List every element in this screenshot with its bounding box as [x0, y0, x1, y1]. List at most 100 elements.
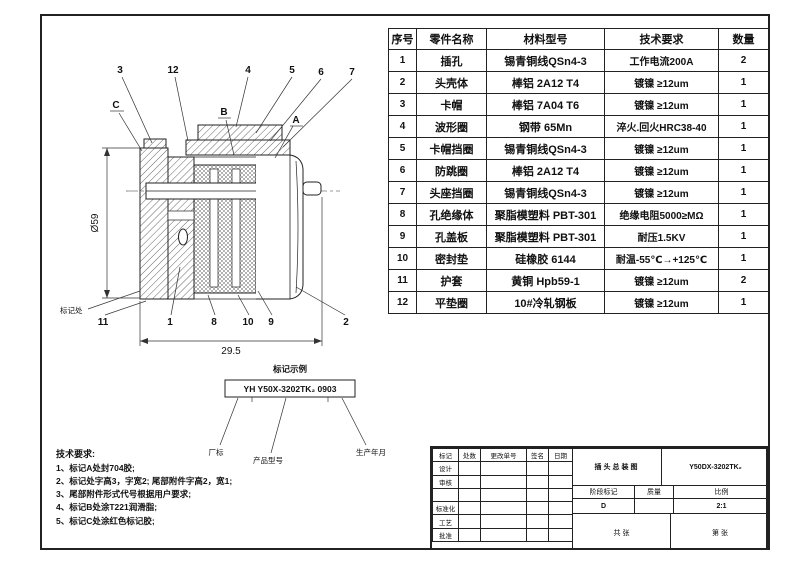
table-row: 10 密封垫 硅橡胶 6144 耐温-55℃→+125℃ 1 [388, 247, 769, 270]
sig-cell-empty [548, 474, 573, 489]
sig-cell-empty [458, 501, 481, 516]
callout-12: 12 [167, 65, 179, 76]
bom-header-name: 零件名称 [416, 28, 487, 50]
sig-cell-empty [526, 474, 549, 489]
rear-shell-curve [295, 160, 299, 294]
bom-cell-name: 插孔 [416, 49, 487, 72]
table-row: 5 卡帽挡圈 锡青铜线QSn4-3 镀镍 ≥12um 1 [388, 137, 769, 160]
sig-cell-empty [480, 474, 527, 489]
sig-row-label: 审核 [432, 474, 459, 489]
bom-header-qty: 数量 [718, 28, 769, 50]
bom-cell-req: 镀镍 ≥12um [604, 93, 719, 116]
sheets-total: 共 张 [572, 513, 671, 548]
bom-cell-name: 平垫圈 [416, 291, 487, 314]
bom-cell-material: 聚脂模塑料 PBT-301 [486, 225, 605, 248]
bom-cell-no: 7 [388, 181, 417, 204]
bom-cell-name: 护套 [416, 269, 487, 292]
table-row: 9 孔盖板 聚脂模塑料 PBT-301 耐压1.5KV 1 [388, 225, 769, 248]
callout-9: 9 [268, 317, 274, 328]
marking-code-box [224, 379, 356, 398]
rear-shell [256, 154, 304, 300]
table-row: 7 头座挡圈 锡青铜线QSn4-3 镀镍 ≥12um 1 [388, 181, 769, 204]
technical-notes: 技术要求: 1、标记A处封704胶; 2、标记处字高3，字宽2; 尾部附件字高2… [56, 448, 256, 528]
table-row: 6 防跳圈 棒铝 2A12 T4 镀镍 ≥12um 1 [388, 159, 769, 182]
sig-row-label: 工艺 [432, 514, 459, 529]
assembly-drawing: 3 12 4 5 6 7 C B A 11 1 8 10 9 2 [60, 65, 387, 465]
bom-cell-no: 12 [388, 291, 417, 314]
mass-label: 质量 [634, 485, 674, 499]
bom-cell-qty: 1 [718, 291, 769, 314]
table-row: 2 头壳体 棒铝 2A12 T4 镀镍 ≥12um 1 [388, 71, 769, 94]
bom-cell-req: 淬火.回火HRC38-40 [604, 115, 719, 138]
mark-letter-b: B [220, 107, 227, 118]
bom-cell-material: 锡青铜线QSn4-3 [486, 181, 605, 204]
bom-cell-qty: 2 [718, 49, 769, 72]
sig-row: 工艺 [432, 514, 573, 529]
bom-cell-material: 聚脂模塑料 PBT-301 [486, 203, 605, 226]
mark-position-label: 标记处 [60, 305, 83, 315]
technical-note-item: 5、标记C处涂红色标记胶; [56, 515, 155, 526]
stage-value: D [572, 498, 635, 514]
table-row: 8 孔绝缘体 聚脂模塑料 PBT-301 绝缘电阻5000≥MΩ 1 [388, 203, 769, 226]
bom-cell-req: 镀镍 ≥12um [604, 291, 719, 314]
callout-3: 3 [117, 65, 123, 76]
insulator-slot-1 [209, 168, 219, 288]
sig-cell-empty [548, 487, 573, 503]
sig-cell-empty [480, 501, 527, 516]
bom-cell-name: 卡帽挡圈 [416, 137, 487, 160]
table-row: 12 平垫圈 10#冷轧钢板 镀镍 ≥12um 1 [388, 291, 769, 314]
bom-cell-qty: 1 [718, 93, 769, 116]
callout-6: 6 [318, 67, 324, 78]
table-row: 11 护套 黄铜 Hpb59-1 镀镍 ≥12um 2 [388, 269, 769, 292]
inspection-hole [178, 228, 188, 246]
sig-header-row: 标记 处数 更改单号 签名 日期 [432, 448, 573, 463]
sig-row-label [432, 487, 459, 503]
sig-row: 设计 [432, 461, 573, 476]
bom-cell-qty: 1 [718, 203, 769, 226]
title-block: 标记 处数 更改单号 签名 日期 设计 审核 标准化 [430, 446, 768, 550]
marking-example: 标记示例 YH Y50X-3202TK₂ 0903 厂标 产品型号 生产年月 [209, 364, 387, 465]
bom-cell-no: 6 [388, 159, 417, 182]
callout-5: 5 [289, 65, 295, 76]
bom-cell-material: 钢带 65Mn [486, 115, 605, 138]
dimensions: Ø59 29.5 标记处 [60, 147, 323, 357]
bom-cell-qty: 1 [718, 115, 769, 138]
scale-label: 比例 [673, 485, 766, 499]
bom-cell-req: 耐压1.5KV [604, 225, 719, 248]
marking-code-text: YH Y50X-3202TK₂ 0903 [244, 384, 337, 394]
bom-cell-req: 镀镍 ≥12um [604, 181, 719, 204]
bom-cell-no: 3 [388, 93, 417, 116]
bom-cell-qty: 1 [718, 71, 769, 94]
bom-cell-no: 11 [388, 269, 417, 292]
bom-cell-name: 头壳体 [416, 71, 487, 94]
bom-cell-material: 锡青铜线QSn4-3 [486, 137, 605, 160]
guide-pin [302, 181, 322, 196]
sig-header-mark: 标记 [432, 448, 459, 463]
sig-cell-empty [526, 514, 549, 529]
bom-cell-qty: 1 [718, 159, 769, 182]
sig-cell-empty [526, 501, 549, 516]
sig-header-signature: 签名 [526, 448, 549, 463]
technical-notes-title: 技术要求: [56, 449, 95, 459]
bom-cell-no: 2 [388, 71, 417, 94]
sig-cell-empty [548, 501, 573, 516]
leader-lines [87, 76, 353, 316]
cap-ring-part [185, 139, 291, 156]
bom-cell-qty: 1 [718, 225, 769, 248]
bom-cell-name: 波形圈 [416, 115, 487, 138]
bom-header-req: 技术要求 [604, 28, 719, 50]
technical-note-item: 3、尾部附件形式代号根据用户要求; [56, 489, 192, 500]
bom-cell-no: 5 [388, 137, 417, 160]
sig-cell-empty [548, 527, 573, 543]
mass-value [634, 498, 674, 514]
bom-cell-material: 10#冷轧钢板 [486, 291, 605, 314]
marking-example-title: 标记示例 [272, 364, 308, 374]
table-row: 4 波形圈 钢带 65Mn 淬火.回火HRC38-40 1 [388, 115, 769, 138]
bom-cell-qty: 1 [718, 137, 769, 160]
bom-cell-qty: 2 [718, 269, 769, 292]
sig-cell-empty [480, 487, 527, 503]
sig-cell-empty [480, 527, 527, 543]
bom-cell-name: 孔盖板 [416, 225, 487, 248]
sig-cell-empty [458, 474, 481, 489]
